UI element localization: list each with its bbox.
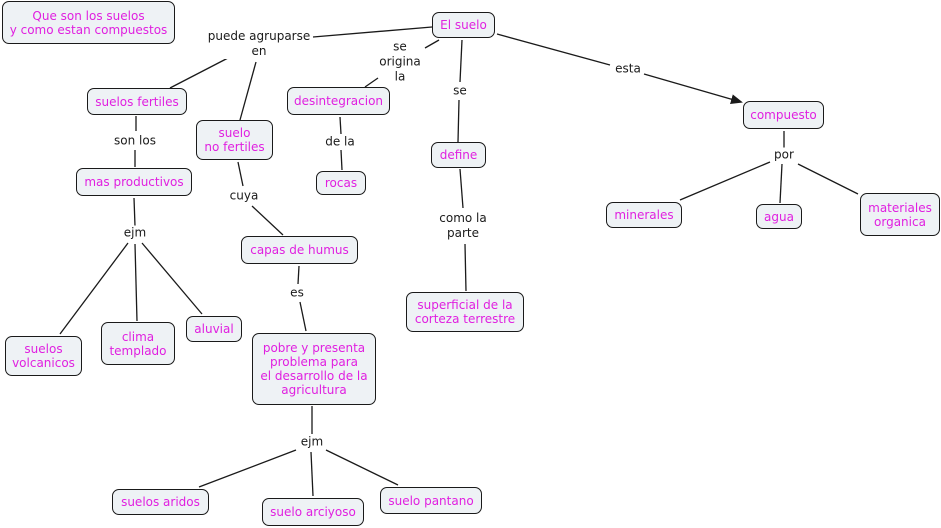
link-label-por: por [774, 147, 794, 163]
link-label-es: es [290, 285, 304, 301]
line-agruparse-nofertiles [239, 61, 257, 121]
node-agua[interactable]: agua [756, 204, 802, 229]
line-agruparse-fertiles [169, 57, 229, 89]
line-elsuelo-esta [496, 33, 611, 66]
line-humus-es [297, 265, 300, 285]
node-superficial[interactable]: superficial de la corteza terrestre [406, 292, 524, 332]
node-suelos-aridos[interactable]: suelos aridos [112, 489, 209, 515]
node-aluvial[interactable]: aluvial [186, 316, 242, 342]
title-node[interactable]: Que son los suelos y como estan compuest… [2, 1, 175, 44]
line-ejm-clima [134, 243, 138, 322]
node-rocas[interactable]: rocas [316, 171, 366, 195]
link-label-cuya: cuya [229, 188, 259, 204]
line-por-materiales [797, 163, 859, 195]
node-pobre[interactable]: pobre y presenta problema para el desarr… [252, 333, 376, 405]
node-suelo-no-fertiles[interactable]: suelo no fertiles [196, 120, 273, 160]
line-por-agua [779, 163, 783, 204]
line-ejm-arciyoso [310, 451, 314, 497]
line-comolaparte-superficial [464, 243, 467, 292]
line-elsuelo-origina [424, 39, 440, 49]
line-define-comolaparte [459, 168, 464, 209]
line-productivos-ejm [133, 197, 136, 227]
link-label-son-los: son los [114, 133, 156, 149]
line-ejm-aridos [198, 449, 297, 488]
line-se-define [457, 99, 460, 143]
link-label-de-la: de la [325, 134, 355, 150]
line-dela-rocas [340, 149, 343, 171]
link-label-ejm-humus: ejm [300, 434, 324, 450]
link-label-esta: esta [615, 61, 641, 77]
node-minerales[interactable]: minerales [606, 202, 682, 228]
node-capas-de-humus[interactable]: capas de humus [241, 236, 358, 264]
node-materiales-organica[interactable]: materiales organica [860, 193, 940, 236]
link-label-puede-agruparse: puede agruparse en [207, 29, 311, 59]
node-el-suelo[interactable]: El suelo [432, 12, 495, 38]
link-label-como-la-parte: como la parte [439, 211, 487, 241]
node-define[interactable]: define [431, 142, 486, 168]
line-ejm-volcanicos [59, 242, 129, 335]
line-cuya-humus [251, 205, 284, 236]
line-elsuelo-se [459, 39, 463, 83]
line-elsuelo-agruparse [312, 26, 433, 38]
line-esta-compuesto [643, 73, 743, 105]
line-ejm-aluvial [141, 242, 203, 315]
node-suelos-volcanicos[interactable]: suelos volcanicos [5, 336, 82, 376]
link-label-se-origina: se origina la [379, 39, 421, 85]
line-nofertiles-cuya [237, 161, 244, 187]
link-label-ejm-fertiles: ejm [123, 225, 147, 241]
node-desintegracion[interactable]: desintegracion [287, 87, 390, 115]
node-suelos-fertiles[interactable]: suelos fertiles [87, 88, 187, 115]
node-suelo-pantano[interactable]: suelo pantano [380, 487, 482, 514]
line-es-pobre [299, 301, 307, 332]
line-ejm-pantano [325, 449, 399, 486]
link-label-se: se [453, 83, 467, 99]
line-por-minerales [679, 161, 771, 201]
node-suelo-arciyoso[interactable]: suelo arciyoso [262, 498, 364, 526]
node-clima-templado[interactable]: clima templado [101, 322, 175, 365]
node-compuesto[interactable]: compuesto [743, 101, 824, 129]
line-desintegracion-dela [339, 116, 342, 135]
line-origina-desintegracion [364, 77, 379, 88]
node-mas-productivos[interactable]: mas productivos [76, 168, 192, 196]
